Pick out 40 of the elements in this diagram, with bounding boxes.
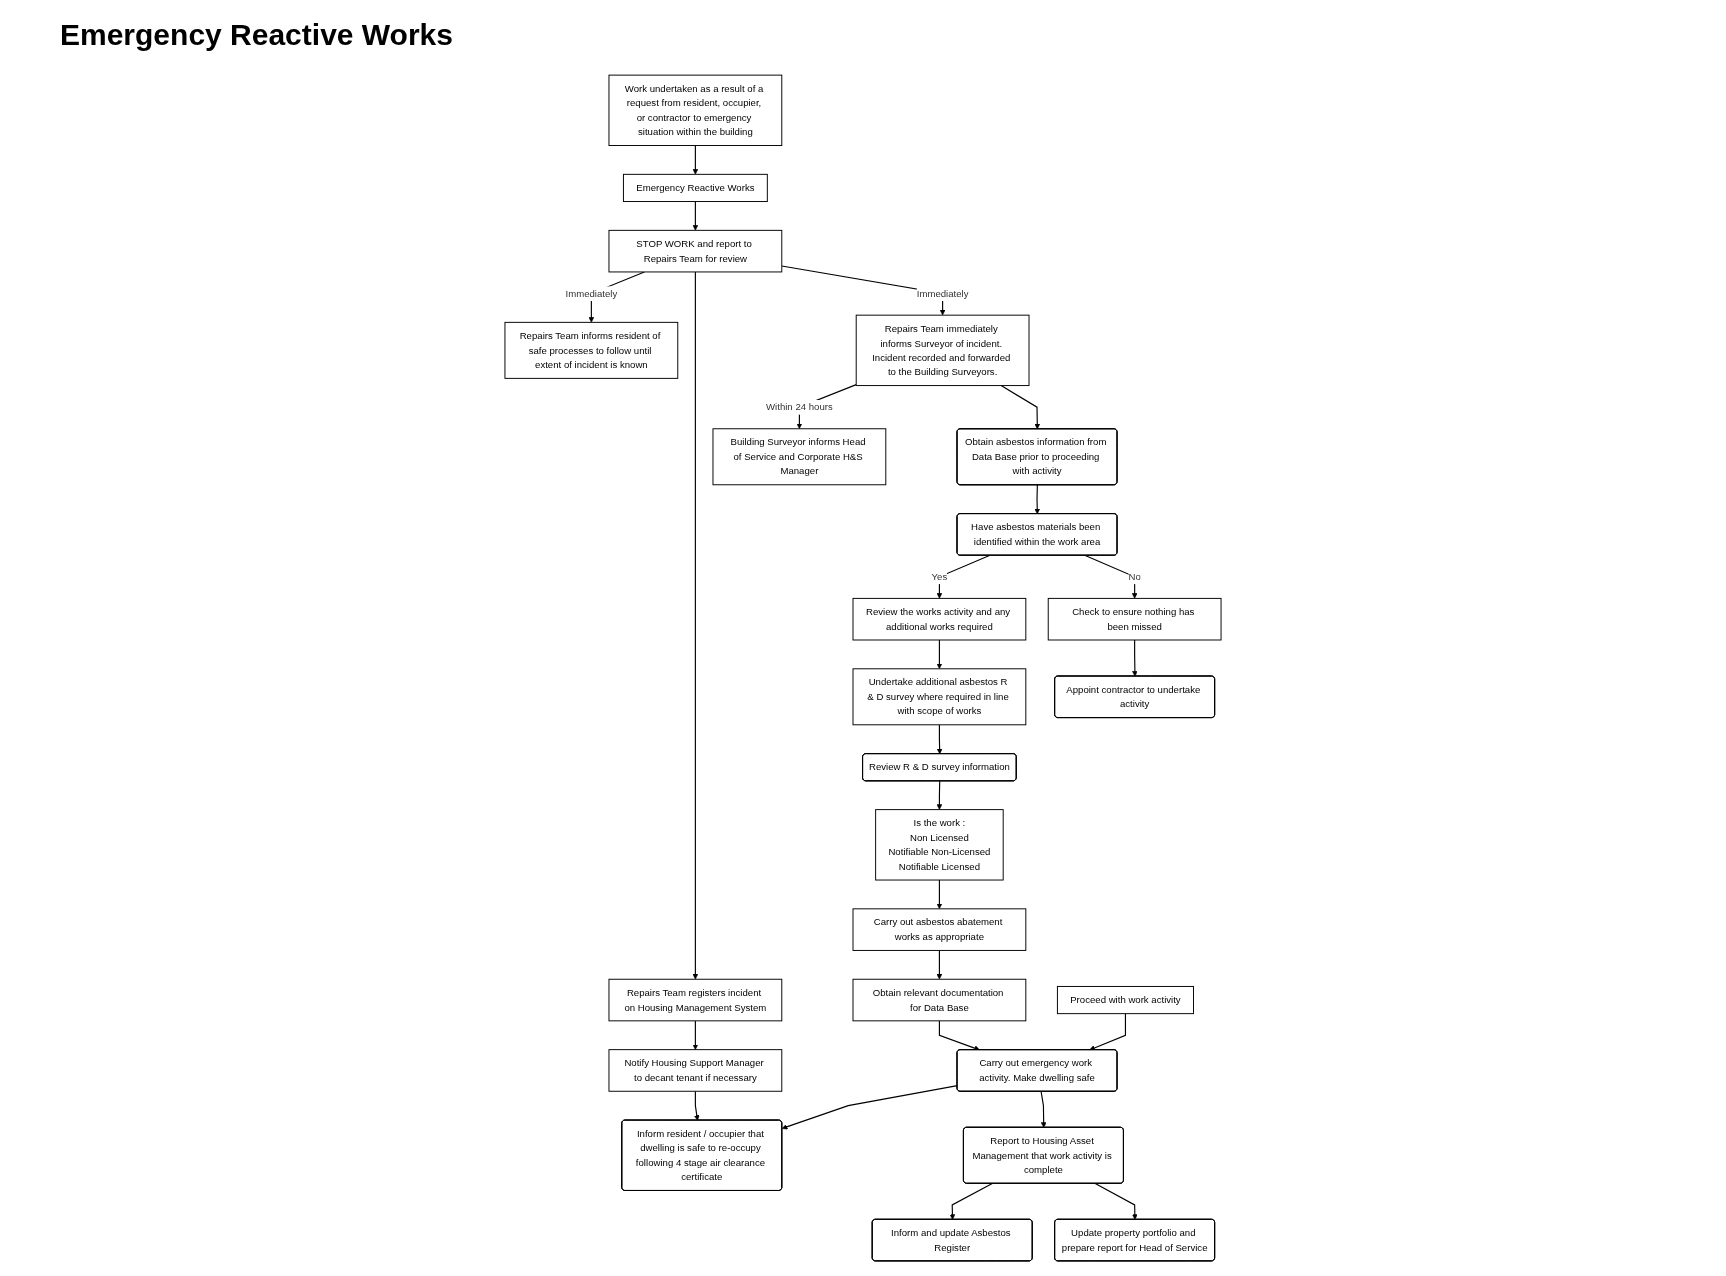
arrow [692, 1020, 699, 1050]
arrow [1040, 1091, 1047, 1128]
edge-label: Within 24 hours [766, 401, 833, 413]
arrow [1094, 1183, 1138, 1220]
edge-label: Immediately [916, 287, 969, 299]
arrow [1132, 639, 1138, 677]
node-box: Carry out asbestos abatement works as appropriate [852, 908, 1027, 951]
arrow [949, 1183, 993, 1220]
arrow [936, 879, 943, 910]
arrow [692, 144, 699, 175]
arrow [936, 949, 943, 980]
edge-label: Yes [931, 570, 948, 582]
diagram-title: Emergency Reactive Works [60, 18, 453, 52]
node-box: Is the work : Non Licensed Notifiable Non-Licensed Notifiable Licensed [875, 809, 1004, 881]
arrow [936, 780, 943, 810]
arrow [781, 1085, 958, 1130]
arrow [936, 639, 943, 670]
node-box: Repairs Team informs resident of safe processes to follow until extent of incident is known [504, 321, 679, 379]
arrow [692, 271, 699, 980]
edge-label: Immediately [565, 287, 618, 299]
node-box: Building Surveyor informs Head of Service and Corporate H&S Manager [712, 428, 887, 486]
node-box: Obtain relevant documentation for Data Base [852, 978, 1027, 1022]
arrow [936, 724, 943, 755]
arrow [938, 1020, 980, 1051]
node-box: Work undertaken as a result of a request from resident, occupier, or contractor to emergency situation within the building [608, 74, 783, 146]
edge-label: No [1128, 570, 1141, 582]
arrow [692, 200, 699, 231]
node-box: Proceed with work activity [1056, 985, 1194, 1015]
node-box: Notify Housing Support Manager to decant tenant if necessary [608, 1049, 783, 1092]
arrow [1089, 1013, 1127, 1051]
node-box: Undertake additional asbestos R & D survey where required in line with scope of works [852, 668, 1027, 726]
node-box: Emergency Reactive Works [622, 173, 768, 202]
arrow [1034, 484, 1041, 515]
node-box: STOP WORK and report to Repairs Team for review [608, 229, 783, 273]
node-box: Repairs Team immediately informs Surveyor of incident. Incident recorded and forwarded to the Building Surveyors. [855, 314, 1030, 387]
node-box: Check to ensure nothing has been missed [1047, 597, 1222, 641]
node-box: Repairs Team registers incident on Housing Management System [608, 978, 783, 1022]
arrow [1000, 385, 1041, 430]
arrow [694, 1090, 700, 1121]
node-box: Review the works activity and any additional works required [852, 597, 1027, 641]
